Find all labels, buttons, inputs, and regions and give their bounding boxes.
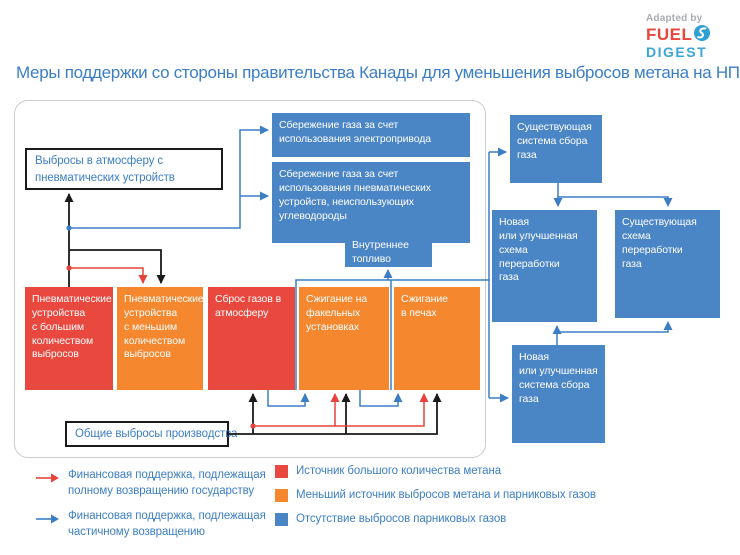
- fuel-wordmark: FUEL: [646, 24, 693, 44]
- adapted-by-label: Adapted by: [646, 13, 703, 24]
- blue-arrow-icon: [34, 512, 60, 530]
- legend-blue-arrow: Финансовая поддержка, подлежащая частичн…: [34, 509, 266, 541]
- red-arrow-icon: [34, 471, 60, 489]
- box-flaring: Сжигание на факельных установках: [299, 287, 389, 390]
- box-existing-gas-processing: Существующая схема переработки газа: [615, 210, 720, 318]
- fuel-swirl-icon: [694, 24, 711, 46]
- legend-red-arrow-label: Финансовая поддержка, подлежащая полному…: [68, 469, 266, 497]
- fuel-digest-logo: Adapted by FUEL DIGEST: [638, 13, 728, 61]
- box-gas-saving-pneumatic: Сбережение газа за счет использования пн…: [272, 162, 470, 243]
- legend-blue-source-label: Отсутствие выбросов парниковых газов: [296, 513, 507, 525]
- box-gas-saving-electric-drive: Сбережение газа за счет использования эл…: [272, 113, 470, 157]
- legend-orange-source-label: Меньший источник выбросов метана и парни…: [296, 489, 596, 501]
- box-venting-to-atmosphere: Сброс газов в атмосферу: [208, 287, 295, 390]
- box-internal-fuel: Внутреннее топливо: [345, 233, 432, 267]
- box-existing-gas-collection: Существующая система сбора газа: [510, 115, 602, 183]
- legend-red-arrow: Финансовая поддержка, подлежащая полному…: [34, 468, 266, 500]
- red-swatch-icon: [275, 465, 288, 478]
- digest-wordmark: DIGEST: [646, 44, 708, 61]
- box-pneumatic-low-emission: Пневматические устройства с меньшим коли…: [117, 287, 204, 390]
- legend-blue-arrow-label: Финансовая поддержка, подлежащая частичн…: [68, 510, 266, 538]
- total-emissions-label: Общие выбросы производства: [65, 421, 237, 447]
- box-new-gas-collection: Новая или улучшенная система сбора газа: [512, 345, 605, 443]
- legend-blue-source: Отсутствие выбросов парниковых газов: [275, 512, 506, 528]
- page-title: Меры поддержки со стороны правительства …: [16, 63, 740, 82]
- box-furnace-combustion: Сжигание в печах: [394, 287, 480, 390]
- emissions-to-atmosphere-label: Выбросы в атмосферу с пневматических уст…: [25, 148, 223, 190]
- orange-swatch-icon: [275, 489, 288, 502]
- box-pneumatic-high-emission: Пневматические устройства с большим коли…: [25, 287, 113, 390]
- box-new-gas-processing: Новая или улучшенная схема переработки г…: [492, 210, 597, 322]
- legend-red-source-label: Источник большого количества метана: [296, 465, 501, 477]
- blue-swatch-icon: [275, 513, 288, 526]
- legend-red-source: Источник большого количества метана: [275, 464, 501, 480]
- legend-orange-source: Меньший источник выбросов метана и парни…: [275, 488, 596, 504]
